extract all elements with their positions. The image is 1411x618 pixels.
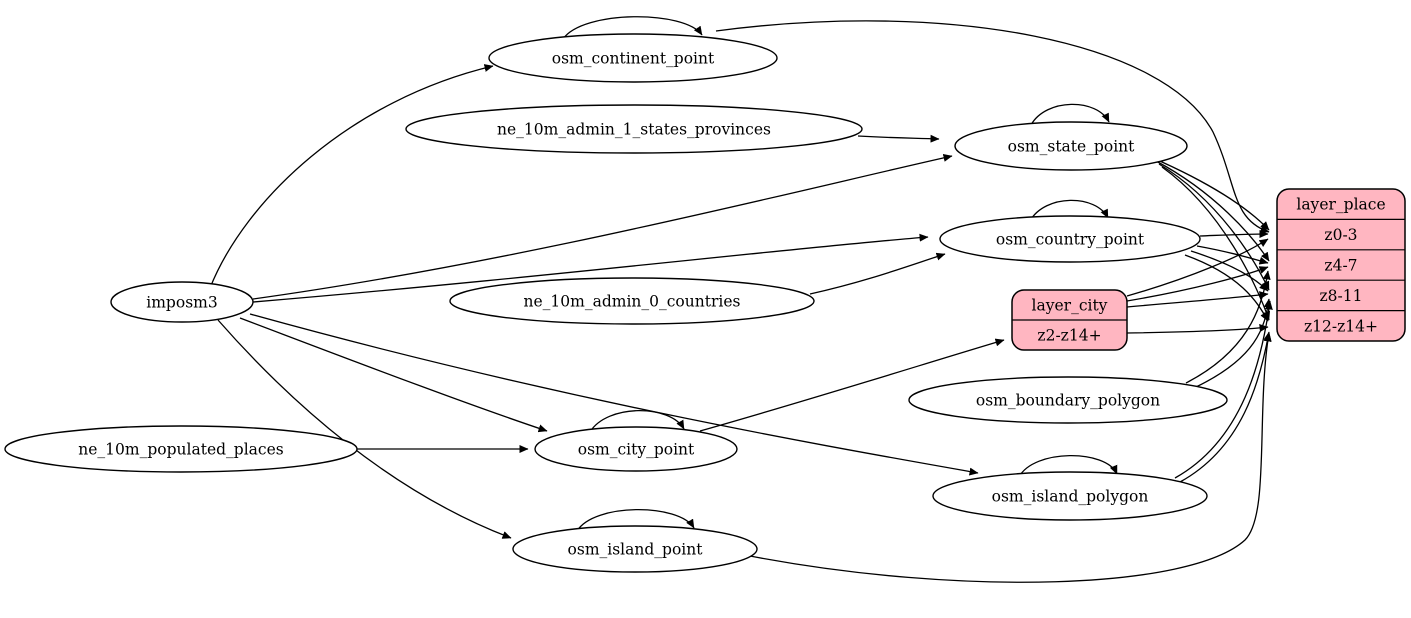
osm-country-point-label: osm_country_point bbox=[996, 231, 1145, 249]
osm-island-point-label: osm_island_point bbox=[568, 541, 704, 559]
layer-place-record bbox=[1276, 188, 1406, 342]
edge-imposm3-to-osm-country-point bbox=[252, 233, 929, 303]
edge-layer-city-to-layer-place-z0-3 bbox=[1126, 238, 1269, 297]
edge-osm-country-point-to-layer-place-z0-3 bbox=[1199, 230, 1269, 239]
layer-place-row-title: layer_place bbox=[1296, 196, 1385, 214]
edge-layer-city-to-layer-place-z4-7 bbox=[1126, 266, 1269, 302]
layer-place-row-z4-7: z4-7 bbox=[1324, 257, 1357, 275]
nodes-layer: imposm3 osm_continent_point ne_10m_admin_1… bbox=[4, 33, 1406, 573]
edge-self-loop-osm-city-point bbox=[589, 409, 685, 433]
osm-state-point-ellipse bbox=[954, 121, 1188, 171]
ne-10m-admin-0-countries-label: ne_10m_admin_0_countries bbox=[524, 293, 741, 311]
osm-country-point-ellipse bbox=[939, 215, 1201, 263]
osm-state-point-label: osm_state_point bbox=[1008, 138, 1136, 156]
edge-osm-city-point-to-layer-city-z2-z14 bbox=[699, 338, 1005, 432]
imposm3-ellipse bbox=[110, 281, 254, 323]
layer-place-row-z0-3: z0-3 bbox=[1324, 226, 1357, 244]
ne-10m-populated-places-ellipse bbox=[4, 425, 358, 473]
imposm3-label: imposm3 bbox=[146, 294, 217, 312]
edge-self-loop-osm-continent-point bbox=[562, 16, 703, 40]
node-ne-10m-admin-0-countries: ne_10m_admin_0_countries bbox=[449, 277, 815, 325]
node-layer-city: layer_city z2-z14+ bbox=[1011, 289, 1128, 351]
edge-ne-10m-admin-1-states-provinces-to-osm-state-point bbox=[857, 134, 940, 143]
edge-osm-island-polygon-to-layer-place-z12-z14 bbox=[1179, 331, 1272, 483]
node-imposm3: imposm3 bbox=[110, 281, 254, 323]
edge-osm-state-point-to-layer-place-z8-11 bbox=[1158, 163, 1270, 291]
edge-self-loop-osm-island-point bbox=[576, 509, 695, 532]
osm-island-point-ellipse bbox=[512, 525, 758, 573]
edge-layer-city-to-layer-place-z8-11 bbox=[1126, 291, 1269, 308]
osm-island-polygon-ellipse bbox=[932, 471, 1208, 521]
edge-self-loop-osm-island-polygon bbox=[1018, 454, 1118, 478]
edge-osm-island-polygon-to-layer-place-z8-11 bbox=[1174, 300, 1273, 479]
ne-10m-admin-0-countries-ellipse bbox=[449, 277, 815, 325]
edges-layer bbox=[209, 16, 1273, 583]
osm-continent-point-label: osm_continent_point bbox=[552, 50, 715, 68]
osm-boundary-polygon-label: osm_boundary_polygon bbox=[976, 392, 1160, 410]
osm-city-point-ellipse bbox=[534, 426, 738, 472]
layer-place-row-z8-11: z8-11 bbox=[1320, 287, 1363, 305]
edge-imposm3-to-osm-city-point bbox=[239, 317, 548, 433]
ne-10m-admin-1-states-provinces-label: ne_10m_admin_1_states_provinces bbox=[497, 121, 771, 139]
layer-place-row-z12-z14: z12-z14+ bbox=[1304, 317, 1378, 335]
edge-osm-country-point-to-layer-place-z4-7 bbox=[1196, 245, 1269, 265]
edge-imposm3-to-osm-continent-point bbox=[209, 64, 494, 289]
edge-osm-boundary-polygon-to-layer-place-z4-7 bbox=[1185, 270, 1271, 384]
ne-10m-populated-places-label: ne_10m_populated_places bbox=[78, 441, 283, 459]
osm-boundary-polygon-ellipse bbox=[908, 376, 1228, 424]
edge-osm-state-point-to-layer-place-z4-7 bbox=[1155, 160, 1270, 262]
osm-island-polygon-label: osm_island_polygon bbox=[992, 488, 1149, 506]
edge-osm-state-point-to-layer-place-z12-z14 bbox=[1161, 166, 1271, 321]
node-layer-place: layer_place z0-3 z4-7 z8-11 z12-z14+ bbox=[1276, 188, 1406, 342]
edge-imposm3-to-osm-island-polygon bbox=[249, 313, 979, 476]
edge-self-loop-osm-country-point bbox=[1029, 199, 1109, 222]
layer-city-row-title: layer_city bbox=[1032, 297, 1108, 315]
node-osm-continent-point: osm_continent_point bbox=[488, 33, 778, 83]
edge-layer-city-to-layer-place-z12-z14 bbox=[1126, 323, 1269, 334]
layer-city-row-z2-z14: z2-z14+ bbox=[1037, 327, 1101, 345]
node-osm-country-point: osm_country_point bbox=[939, 215, 1201, 263]
edge-osm-continent-point-to-layer-place-z0-3 bbox=[715, 20, 1270, 234]
edge-self-loop-osm-state-point bbox=[1030, 103, 1110, 126]
osm-city-point-label: osm_city_point bbox=[578, 441, 695, 459]
node-osm-island-point: osm_island_point bbox=[512, 525, 758, 573]
edge-osm-state-point-to-layer-place-z0-3 bbox=[1152, 157, 1270, 231]
edge-osm-island-point-to-layer-place-z12-z14 bbox=[749, 332, 1272, 583]
node-osm-island-polygon: osm_island_polygon bbox=[932, 471, 1208, 521]
node-ne-10m-populated-places: ne_10m_populated_places bbox=[4, 425, 358, 473]
edge-ne-10m-admin-0-countries-to-osm-country-point bbox=[809, 252, 946, 295]
osm-continent-point-ellipse bbox=[488, 33, 778, 83]
node-osm-boundary-polygon: osm_boundary_polygon bbox=[908, 376, 1228, 424]
node-osm-state-point: osm_state_point bbox=[954, 121, 1188, 171]
ne-10m-admin-1-states-provinces-ellipse bbox=[405, 104, 863, 154]
edge-osm-boundary-polygon-to-layer-place-z8-11 bbox=[1195, 298, 1272, 388]
edge-imposm3-to-osm-state-point bbox=[252, 153, 953, 300]
node-osm-city-point: osm_city_point bbox=[534, 426, 738, 472]
node-ne-10m-admin-1-states-provinces: ne_10m_admin_1_states_provinces bbox=[405, 104, 863, 154]
